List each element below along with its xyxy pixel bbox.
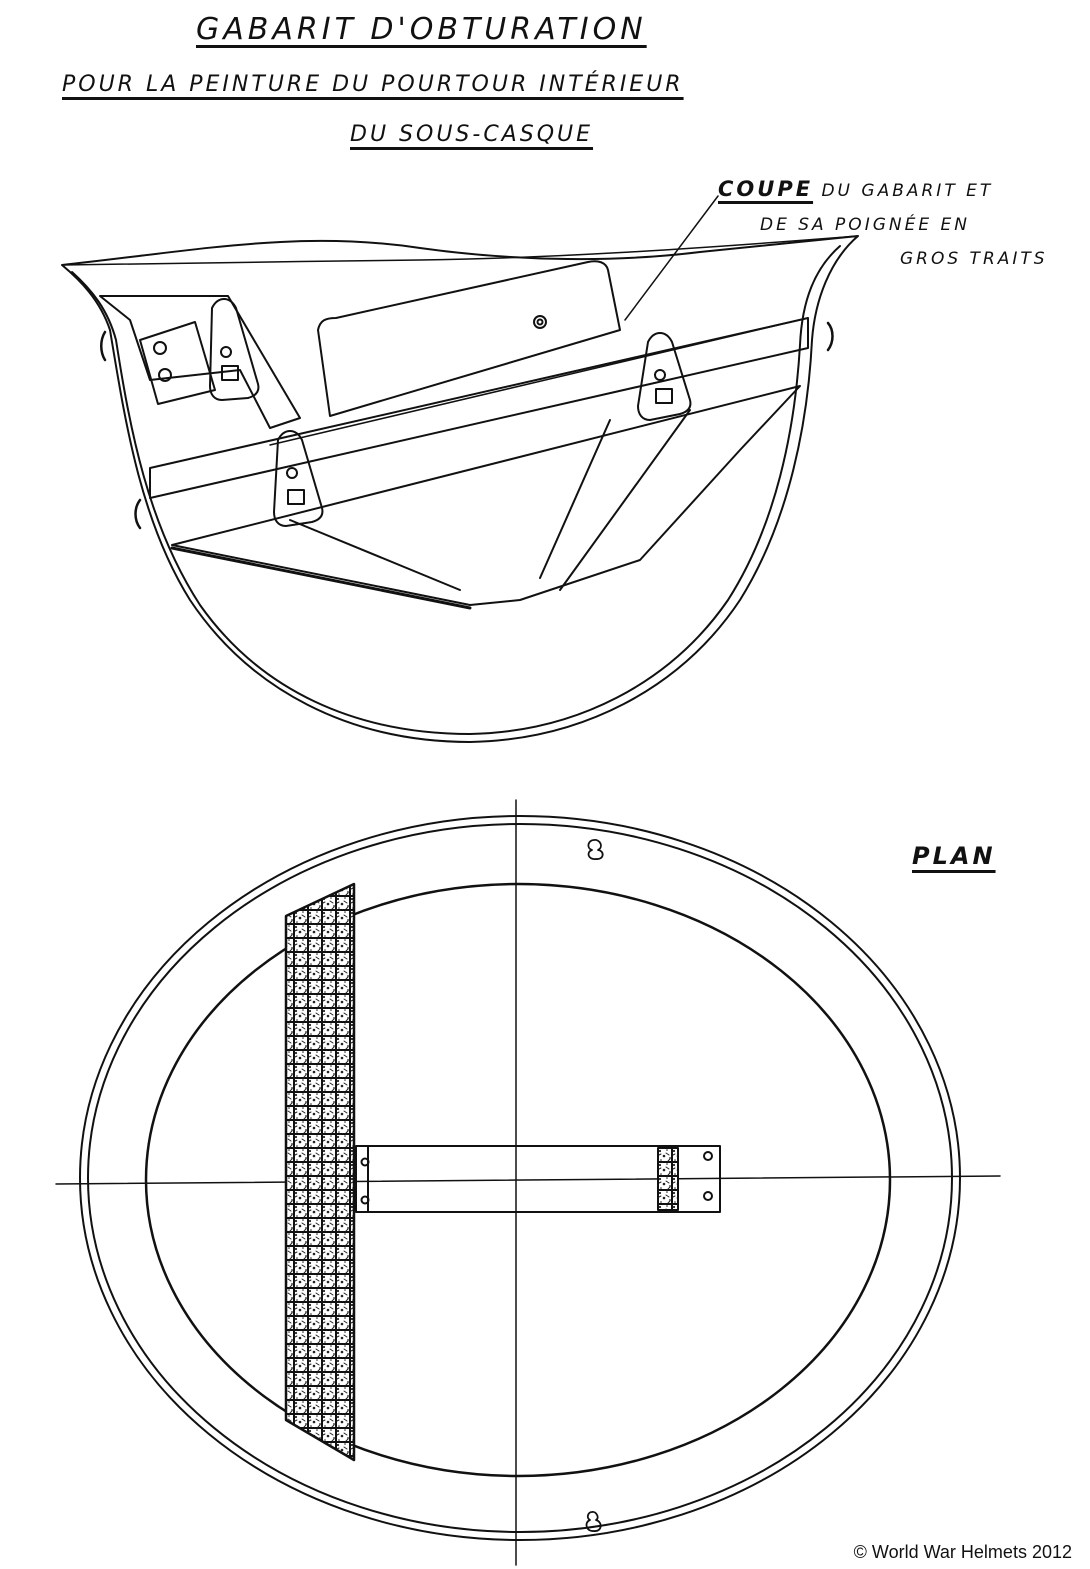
drawing-title: GABARIT D'OBTURATION bbox=[196, 12, 647, 47]
plan-label: PLAN bbox=[912, 842, 996, 870]
callout-line2: DE SA POIGNÉE EN bbox=[760, 215, 970, 235]
plan-view bbox=[55, 799, 1001, 1566]
drawing-subtitle-line1: POUR LA PEINTURE DU POURTOUR INTÉRIEUR bbox=[62, 72, 684, 97]
drawing-subtitle-line2: DU SOUS-CASQUE bbox=[350, 122, 594, 147]
callout-coupe-label: COUPE bbox=[718, 177, 814, 201]
callout-line3: GROS TRAITS bbox=[900, 249, 1048, 269]
callout-line1-rest: DU GABARIT ET bbox=[813, 181, 994, 201]
section-callout: COUPE DU GABARIT ET DE SA POIGNÉE EN GRO… bbox=[718, 172, 1048, 276]
section-view bbox=[61, 195, 859, 743]
callout-line1: COUPE DU GABARIT ET bbox=[718, 172, 1048, 208]
copyright-notice: © World War Helmets 2012 bbox=[853, 1542, 1072, 1562]
